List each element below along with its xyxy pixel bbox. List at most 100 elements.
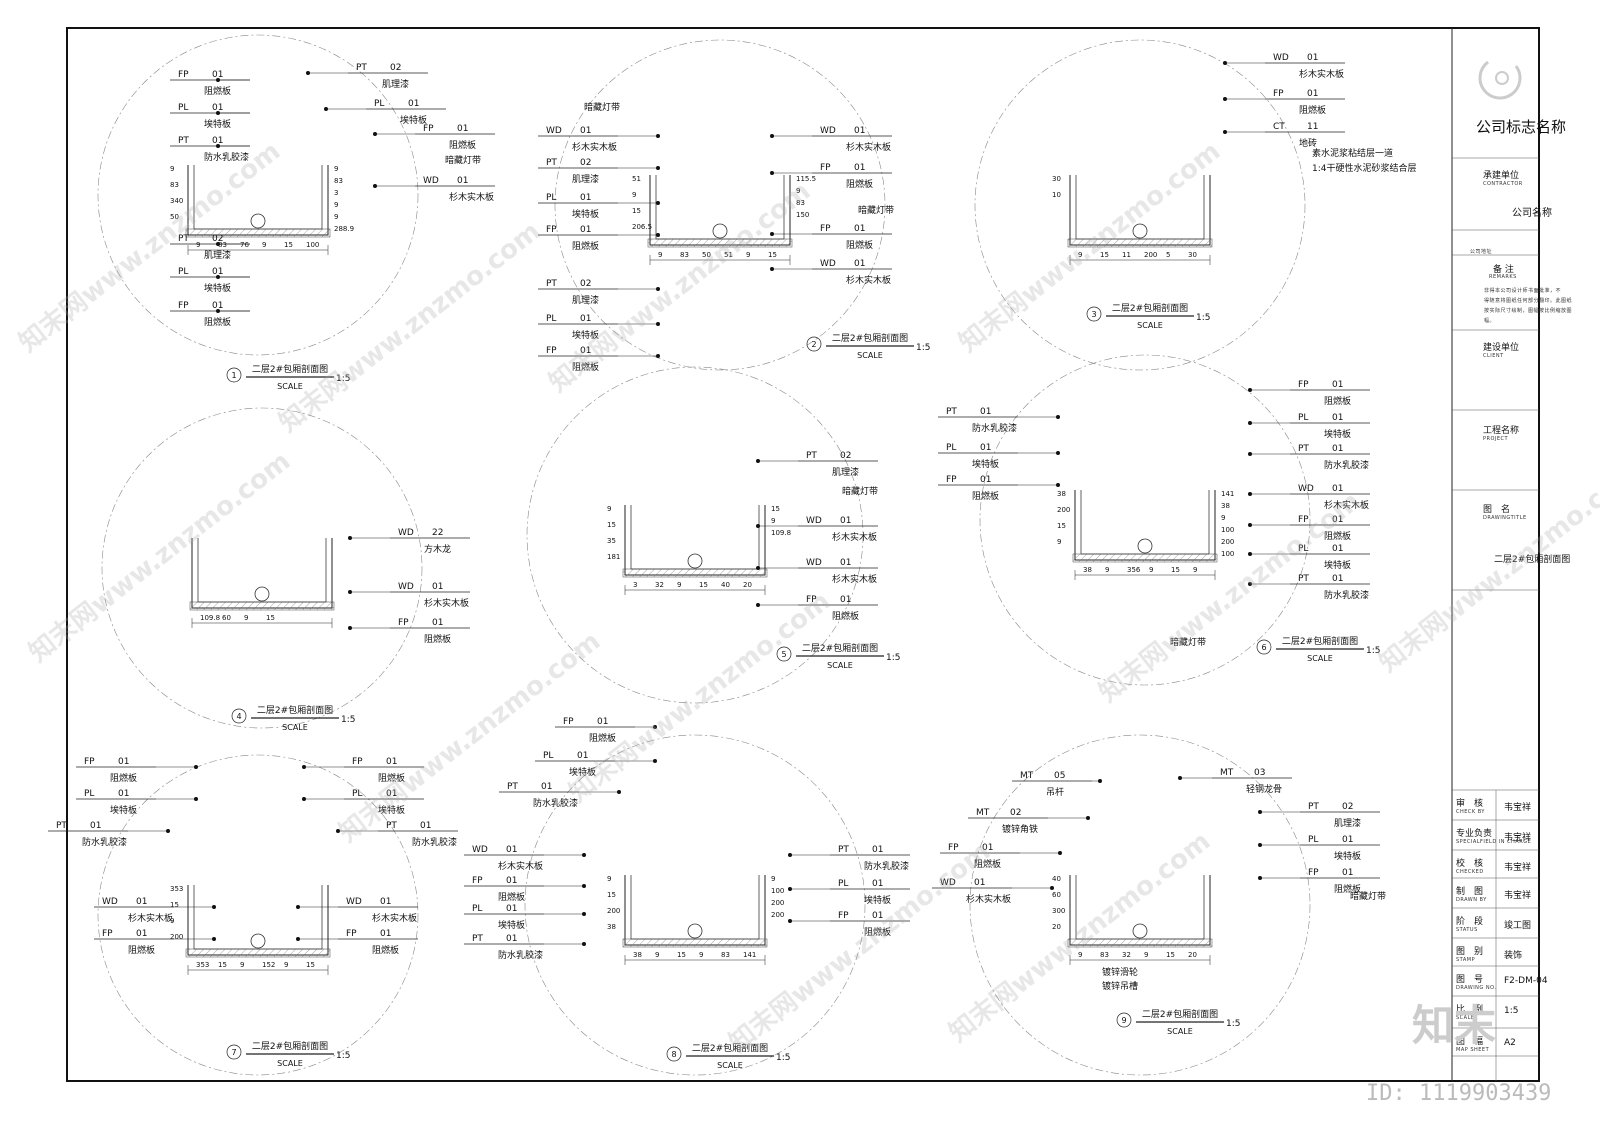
material-number: 05: [1054, 771, 1065, 781]
material-number: 01: [1332, 515, 1343, 525]
leader-dot: [1050, 886, 1054, 890]
tb-row-value: 韦宝祥: [1504, 803, 1532, 813]
material-name: 防水乳胶漆: [1324, 459, 1369, 471]
material-name: 地砖: [1299, 137, 1317, 149]
detail-note: 暗藏灯带: [858, 204, 894, 216]
material-code: PT: [1308, 802, 1319, 812]
dimension-value: 100: [771, 887, 784, 895]
material-name: 杉木实木板: [498, 860, 543, 872]
dimension-value: 40: [1052, 875, 1061, 883]
project-label: 工程名称: [1483, 426, 1520, 436]
material-code: PL: [1308, 835, 1318, 845]
dimension-value: 35: [607, 537, 616, 545]
remarks-line-2: 得随意将图纸任何部分翻印。此图纸: [1484, 298, 1573, 304]
leader-dot: [1248, 452, 1252, 456]
material-name: 杉木实木板: [572, 141, 617, 153]
dimension-value: 9: [699, 951, 703, 959]
detail-note: 暗藏灯带: [842, 485, 878, 497]
detail-number-circle: [226, 1044, 242, 1060]
material-name: 埃特板: [1334, 850, 1361, 862]
material-code: MT: [976, 808, 990, 818]
dimension-value: 15: [266, 614, 275, 622]
dimension-value: 15: [218, 961, 227, 969]
detail-title-text: 二层2#包厢剖面图: [1282, 635, 1358, 647]
material-number: 01: [580, 346, 591, 356]
section-outline: [624, 875, 766, 946]
tb-row-en: STATUS: [1456, 927, 1478, 933]
material-number: 02: [212, 234, 223, 244]
leader-dot: [770, 171, 774, 175]
detail-title-text: 二层2#包厢剖面图: [802, 642, 878, 654]
material-name: 方木龙: [424, 543, 451, 555]
material-number: 02: [840, 451, 851, 461]
dimension-value: 200: [607, 907, 620, 915]
material-number: 01: [577, 751, 588, 761]
material-number: 01: [212, 267, 223, 277]
material-code: FP: [948, 843, 959, 853]
leader-dot: [336, 829, 340, 833]
dimension-value: 15: [632, 207, 641, 215]
remarks-label: 备 注: [1493, 265, 1514, 275]
dimension-value: 20: [1052, 923, 1061, 931]
material-name: 镀锌角铁: [1002, 823, 1038, 835]
material-number: 01: [854, 224, 865, 234]
leader-dot: [1248, 523, 1252, 527]
dimension-value: 100: [1221, 526, 1234, 534]
dimension-value: 150: [796, 211, 809, 219]
leader-dot: [770, 134, 774, 138]
dimension-value: 115.5: [796, 175, 816, 183]
detail-number-circle: [1256, 639, 1272, 655]
material-name: 埃特板: [972, 458, 999, 470]
material-name: 阻燃板: [110, 772, 137, 784]
material-code: FP: [346, 929, 357, 939]
material-name: 轻钢龙骨: [1246, 783, 1282, 795]
material-number: 01: [854, 126, 865, 136]
tb-row-label: 图 别: [1456, 947, 1484, 957]
led-strip-icon: [1137, 538, 1153, 554]
leader-dot: [1248, 421, 1252, 425]
material-number: 11: [1307, 122, 1318, 132]
leader-dot: [656, 322, 660, 326]
material-name: 肌理漆: [1334, 817, 1361, 829]
material-name: 肌理漆: [382, 78, 409, 90]
material-number: 01: [840, 558, 851, 568]
leader-dot: [656, 287, 660, 291]
material-number: 01: [1332, 484, 1343, 494]
leader-dot: [1086, 816, 1090, 820]
leader-dot: [656, 354, 660, 358]
material-code: PT: [507, 782, 518, 792]
detail-boundary: [554, 39, 886, 371]
material-number: 02: [580, 158, 591, 168]
material-name: 阻燃板: [424, 633, 451, 645]
company-logo-icon: [1478, 60, 1522, 100]
tb-row-value: A2: [1504, 1038, 1516, 1048]
dimension-value: 3: [334, 189, 338, 197]
material-number: 01: [506, 934, 517, 944]
leader-dot: [166, 829, 170, 833]
material-number: 01: [980, 475, 991, 485]
material-code: PL: [472, 904, 482, 914]
detail-number: 9: [1121, 1016, 1126, 1025]
leader-dot: [582, 884, 586, 888]
material-name: 埃特板: [1324, 559, 1351, 571]
dimension-value: 152: [262, 961, 275, 969]
leader-dot: [306, 71, 310, 75]
leader-dot: [1056, 415, 1060, 419]
detail-number-circle: [1086, 306, 1102, 322]
led-strip-icon: [687, 553, 703, 569]
